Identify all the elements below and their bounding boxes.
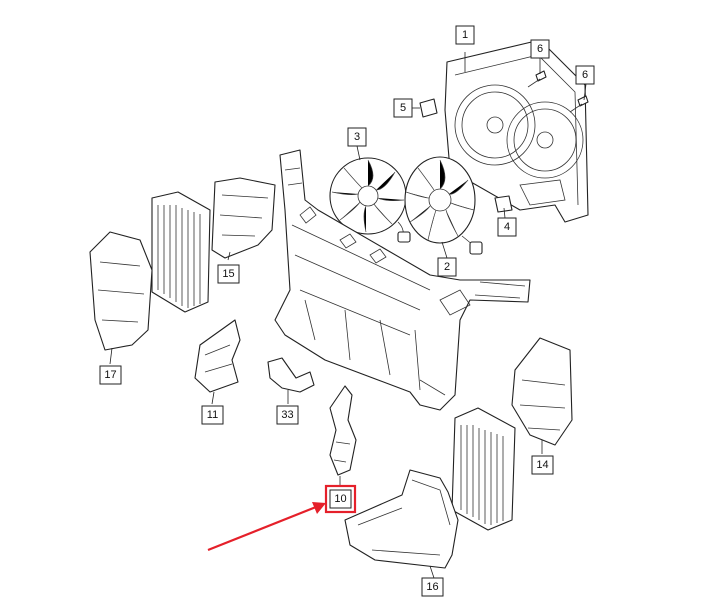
bracket-10 bbox=[329, 385, 357, 476]
svg-text:4: 4 bbox=[504, 221, 510, 233]
bolt-icon bbox=[527, 70, 547, 88]
label-6-lower: 6 bbox=[575, 65, 595, 85]
svg-text:3: 3 bbox=[354, 131, 360, 143]
svg-text:2: 2 bbox=[444, 261, 450, 273]
bracket-11 bbox=[194, 319, 241, 393]
label-6-upper: 6 bbox=[530, 39, 550, 59]
leader-lines bbox=[109, 52, 587, 579]
svg-text:10: 10 bbox=[334, 493, 346, 505]
svg-text:17: 17 bbox=[104, 369, 116, 381]
svg-text:16: 16 bbox=[426, 581, 438, 593]
air-guide-14 bbox=[511, 337, 573, 446]
radiator-right bbox=[451, 407, 516, 531]
svg-text:6: 6 bbox=[537, 43, 543, 55]
label-1: 1 bbox=[455, 25, 475, 45]
svg-text:5: 5 bbox=[400, 102, 406, 114]
highlight-frame bbox=[324, 484, 357, 514]
label-2: 2 bbox=[437, 257, 457, 277]
svg-text:33: 33 bbox=[281, 409, 293, 421]
air-guide-15 bbox=[211, 177, 276, 259]
label-15: 15 bbox=[217, 264, 240, 284]
red-arrow-icon bbox=[207, 502, 326, 552]
label-3: 3 bbox=[347, 127, 367, 147]
svg-text:15: 15 bbox=[222, 268, 234, 280]
radiator-left bbox=[151, 191, 211, 313]
front-end-carrier bbox=[274, 149, 531, 411]
label-11: 11 bbox=[201, 405, 224, 425]
label-4: 4 bbox=[497, 217, 517, 237]
label-17: 17 bbox=[99, 365, 122, 385]
fan-shroud bbox=[444, 39, 589, 223]
guide-33 bbox=[267, 357, 315, 393]
svg-text:11: 11 bbox=[207, 409, 218, 421]
label-33: 33 bbox=[276, 405, 299, 425]
fan-small bbox=[329, 157, 411, 243]
bolt-icon bbox=[569, 95, 589, 113]
label-14: 14 bbox=[531, 455, 554, 475]
svg-text:14: 14 bbox=[536, 459, 548, 471]
label-5: 5 bbox=[393, 98, 413, 118]
label-10-highlighted: 10 bbox=[324, 484, 357, 514]
svg-text:6: 6 bbox=[582, 69, 588, 81]
clip-part-4 bbox=[494, 195, 513, 213]
clip-part-5 bbox=[419, 98, 438, 118]
fan-large bbox=[404, 156, 483, 255]
svg-text:1: 1 bbox=[462, 29, 468, 41]
air-guide-16 bbox=[344, 469, 459, 569]
air-duct-17 bbox=[89, 231, 153, 351]
label-16: 16 bbox=[421, 577, 444, 597]
